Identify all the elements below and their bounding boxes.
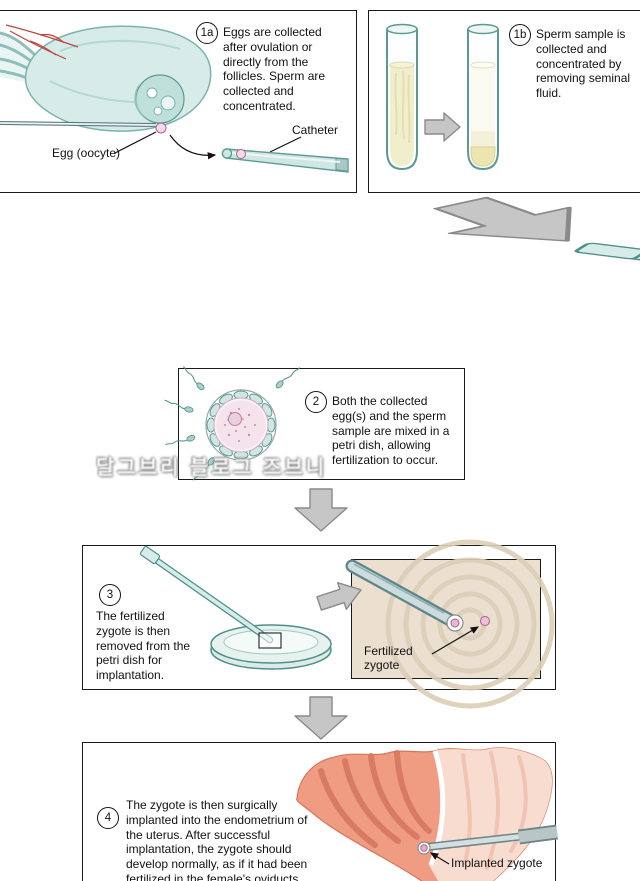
uterus-cutaway <box>429 747 553 881</box>
sperm-cells <box>164 366 301 481</box>
step-number-4: 4 <box>104 812 112 824</box>
cutaway-divider <box>428 750 446 866</box>
down-arrow-1 <box>294 488 348 532</box>
egg-label-leader-line <box>114 131 157 154</box>
label-fertilized-zygote: Fertilized zygote <box>364 644 413 673</box>
test-tube-raw-sample <box>386 23 418 171</box>
removal-pipette <box>139 545 274 644</box>
test-tube-concentrated <box>467 23 499 171</box>
follicle-cluster <box>134 74 185 124</box>
box-step-4: 4 The zygote is then surgically implante… <box>82 742 558 881</box>
sperm-tubes-illustration <box>386 23 499 171</box>
egg-in-catheter-dot <box>236 149 246 159</box>
cutaway-ridges <box>461 751 528 870</box>
step-number-3: 3 <box>106 589 114 601</box>
step-badge-1a: 1a <box>196 22 218 44</box>
implanted-zygote-arrow <box>429 852 450 865</box>
catheter-label-leader-line <box>269 136 302 153</box>
inset-catheter-tip <box>345 559 457 627</box>
to-inset-arrow <box>316 581 362 611</box>
mixing-scene <box>433 196 640 261</box>
panel-step-1b: 1b Sperm sample is collected and concent… <box>368 10 640 193</box>
blood-vessels <box>5 24 79 60</box>
implantation-catheter <box>423 824 558 851</box>
step-text-2: Both the collected egg(s) and the sperm … <box>332 394 450 467</box>
aspiration-needle <box>0 121 157 127</box>
step-badge-4: 4 <box>97 807 119 829</box>
label-implanted-zygote: Implanted zygote <box>451 856 543 870</box>
step-badge-3: 3 <box>99 584 121 606</box>
step-number-1a: 1a <box>200 27 214 39</box>
uterus-implantation-illustration <box>296 747 558 881</box>
box-step-3: Fertilized zygote 3 The fertilized zygot… <box>82 539 556 709</box>
fertilized-zygote-dot <box>480 616 490 626</box>
watermark-text: 달그브리 블로그 즈브니 <box>96 457 328 479</box>
mixing-catheter <box>574 242 640 261</box>
implanted-zygote-dot <box>420 844 428 852</box>
oocyte-dot <box>155 122 167 134</box>
zygote-label-arrow <box>431 626 480 655</box>
egg-to-catheter-arrow <box>169 134 217 160</box>
box-step-2: 2 Both the collected egg(s) and the sper… <box>164 366 465 481</box>
catheter-hub <box>574 242 640 260</box>
step-text-1a: Eggs are collected after ovulation or di… <box>223 25 326 113</box>
oocyte-nucleus <box>228 412 242 426</box>
step-text-1b: Sperm sample is collected and concentrat… <box>536 27 631 100</box>
pipette-hub <box>139 545 161 565</box>
down-arrow-2 <box>294 696 348 740</box>
collection-catheter <box>221 148 349 173</box>
zygote-removal-illustration <box>139 545 362 670</box>
ovary-body <box>24 25 212 132</box>
tube-process-arrow <box>424 112 461 142</box>
funnel-arrow-left <box>433 196 572 242</box>
step-badge-1b: 1b <box>509 24 531 46</box>
zygote-in-catheter-dot <box>450 618 460 628</box>
step-number-2: 2 <box>312 396 320 408</box>
zygote-inset-panel: Fertilized zygote <box>345 539 555 709</box>
magnified-region-square-3 <box>258 632 282 649</box>
label-catheter: Catheter <box>292 123 339 137</box>
oocyte-cell <box>205 389 277 461</box>
myometrium-ridges <box>318 750 432 848</box>
step-badge-2: 2 <box>305 391 327 413</box>
step-number-1b: 1b <box>513 29 527 41</box>
label-egg-oocyte: Egg (oocyte) <box>52 146 121 160</box>
step-text-3: The fertilized zygote is then removed fr… <box>96 609 191 682</box>
ovary-egg-retrieval-illustration <box>0 24 349 173</box>
egg-and-sperm-illustration <box>164 366 301 481</box>
panel-step-1a: 1a Eggs are collected after ovulation or… <box>0 10 357 193</box>
step-text-4: The zygote is then surgically implanted … <box>126 798 308 881</box>
zygote-closeup-illustration <box>345 539 555 709</box>
